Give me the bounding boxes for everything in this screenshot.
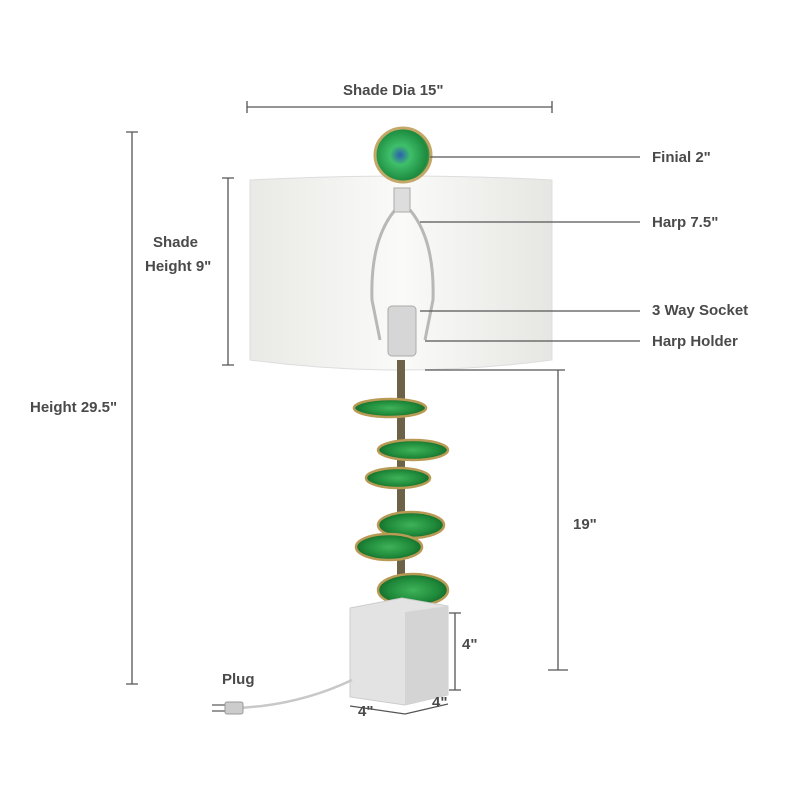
finial-label: Finial 2"	[652, 149, 711, 166]
harp-label: Harp 7.5"	[652, 214, 719, 231]
plug-label: Plug	[222, 671, 255, 688]
shade-diameter-label: Shade Dia 15"	[343, 82, 444, 99]
dimension-lines	[126, 101, 640, 715]
power-cord	[239, 678, 353, 710]
harp-holder-label: Harp Holder	[652, 333, 738, 350]
lamp-shade	[249, 175, 553, 371]
base-height-label: 4"	[462, 636, 478, 653]
marble-base	[349, 597, 449, 706]
base-width-label: 4"	[358, 703, 374, 720]
plug-icon	[212, 701, 244, 715]
socket-label: 3 Way Socket	[652, 302, 749, 319]
base-depth-label: 4"	[432, 694, 448, 711]
shade-height-label-2: Height 9"	[145, 258, 212, 275]
shade-height-label-1: Shade	[153, 234, 199, 251]
total-height-label: Height 29.5"	[30, 399, 118, 416]
base-to-shade-label: 19"	[573, 516, 597, 533]
finial	[373, 126, 433, 184]
socket	[387, 305, 417, 357]
harp	[370, 209, 435, 341]
